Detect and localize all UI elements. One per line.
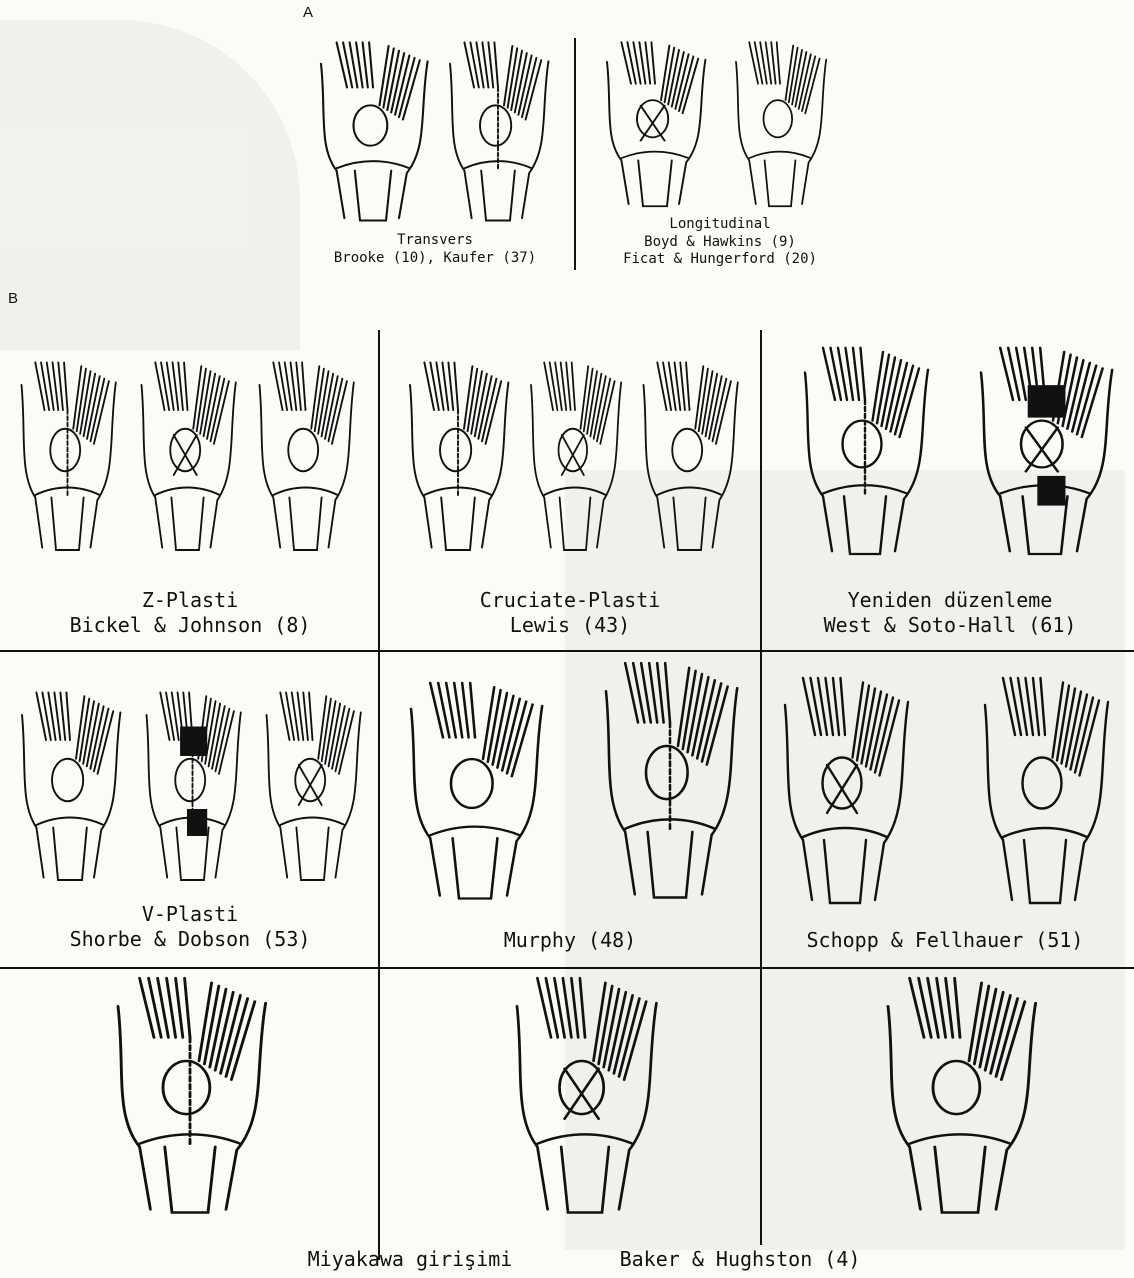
knee-sketch-b16 [100,975,280,1225]
knee-sketch-b11 [255,690,370,890]
knee-sketch-b7 [790,345,940,565]
knee-sketch-b6 [632,360,747,560]
caption-transverse-title: Transvers [300,232,570,250]
knee-sketch-b13 [590,660,750,910]
grid-hline-1 [0,650,1134,652]
knee-sketch-b12 [395,680,555,910]
grid-hline-2 [0,967,1134,969]
knee-sketch-a3 [595,40,715,215]
caption-v-plasti-authors: Shorbe & Dobson (53) [20,927,360,952]
knee-sketch-b9 [10,690,130,890]
caption-z-plasti-authors: Bickel & Johnson (8) [20,613,360,638]
knee-sketch-b15 [970,675,1120,915]
knee-sketch-b4 [398,360,518,560]
grid-vline-1 [378,330,380,1260]
knee-sketch-b18 [870,975,1050,1225]
knee-sketch-b17 [500,975,670,1225]
grid-vline-2 [760,330,762,1245]
knee-sketch-b2 [130,360,245,560]
caption-z-plasti-title: Z-Plasti [20,588,360,613]
caption-schopp-authors: Schopp & Fellhauer (51) [780,928,1110,953]
background-bleed-through-left [0,20,300,350]
knee-sketch-b5 [520,360,630,560]
caption-baker-hughston-authors: Baker & Hughston (4) [590,1247,890,1272]
caption-cruciate-plasti-authors: Lewis (43) [400,613,740,638]
caption-v-plasti: V-Plasti Shorbe & Dobson (53) [20,902,360,952]
knee-sketch-b3 [248,360,363,560]
caption-schopp: Schopp & Fellhauer (51) [780,928,1110,953]
caption-cruciate-plasti: Cruciate-Plasti Lewis (43) [400,588,740,638]
caption-yeniden-duzenleme-title: Yeniden düzenleme [770,588,1130,613]
caption-transverse-authors: Brooke (10), Kaufer (37) [300,250,570,268]
caption-longitudinal-authors-1: Boyd & Hawkins (9) [590,234,850,252]
knee-sketch-b8 [965,345,1125,565]
caption-yeniden-duzenleme: Yeniden düzenleme West & Soto-Hall (61) [770,588,1130,638]
caption-murphy-authors: Murphy (48) [470,928,670,953]
panel-b-letter: B [8,290,18,307]
knee-sketch-a2 [438,40,558,230]
caption-baker-hughston: Baker & Hughston (4) [590,1247,890,1272]
knee-sketch-a4 [725,40,835,215]
caption-v-plasti-title: V-Plasti [20,902,360,927]
knee-sketch-b10 [135,690,250,890]
caption-longitudinal: Longitudinal Boyd & Hawkins (9) Ficat & … [590,216,850,269]
knee-sketch-a1 [308,40,438,230]
caption-transverse: Transvers Brooke (10), Kaufer (37) [300,232,570,267]
caption-longitudinal-title: Longitudinal [590,216,850,234]
panel-a-divider [574,38,576,270]
knee-sketch-b14 [770,675,920,915]
caption-cruciate-plasti-title: Cruciate-Plasti [400,588,740,613]
caption-miyakawa: Miyakawa girişimi [260,1247,560,1272]
panel-a-letter: A [303,4,313,21]
caption-yeniden-duzenleme-authors: West & Soto-Hall (61) [770,613,1130,638]
caption-murphy: Murphy (48) [470,928,670,953]
caption-miyakawa-authors: Miyakawa girişimi [260,1247,560,1272]
caption-z-plasti: Z-Plasti Bickel & Johnson (8) [20,588,360,638]
caption-longitudinal-authors-2: Ficat & Hungerford (20) [590,251,850,269]
knee-sketch-b1 [10,360,125,560]
